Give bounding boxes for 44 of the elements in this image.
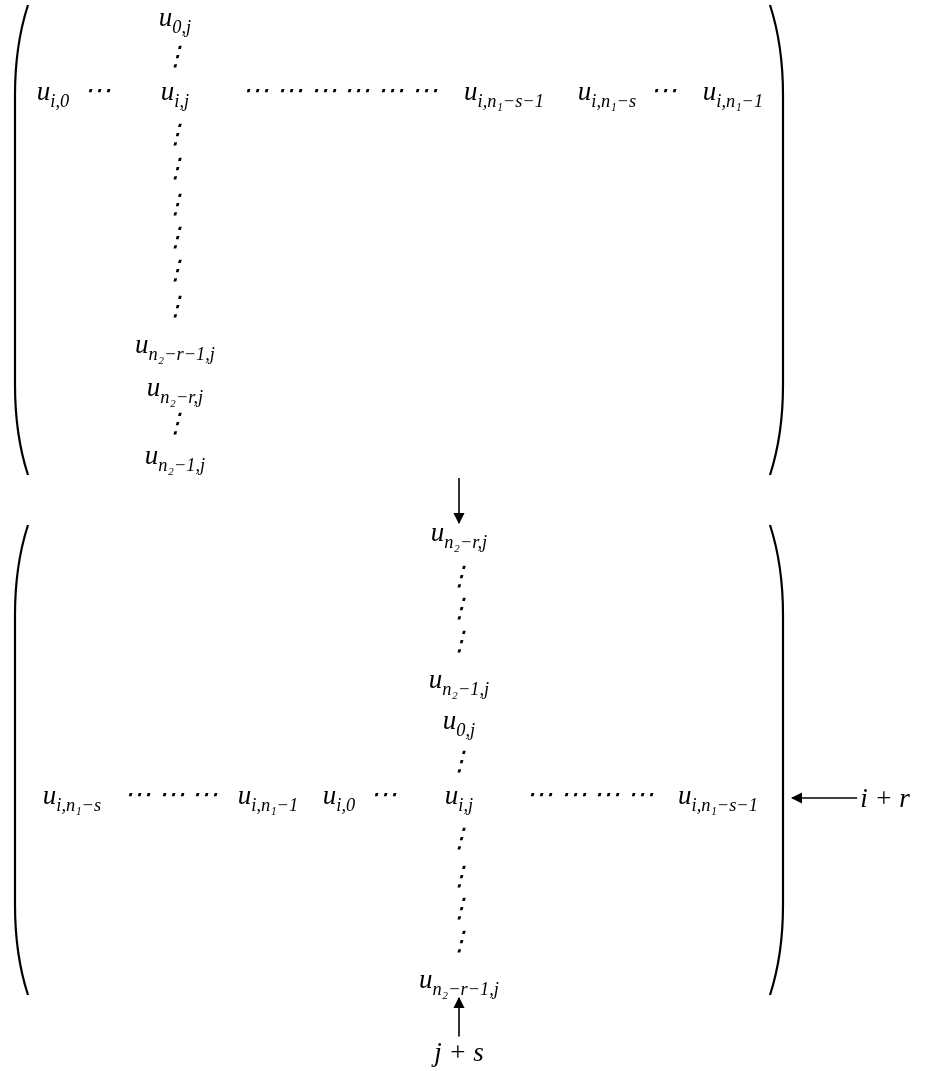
matrix-entry: u$_{n₂−r−1,j}$ [419,966,499,998]
matrix-entry: u$_{n₂−r−1,j}$ [135,331,215,363]
ellipsis: ⋮ [161,223,189,251]
matrix-entry: u$_{i,n₁−1}$ [702,78,764,110]
matrix-entry: u$_{n₂−r,j}$ [146,374,204,406]
matrix-entry: u$_{n₂−r,j}$ [430,519,488,551]
ellipsis: ⋮ [445,747,473,775]
arrow [790,792,858,804]
ellipsis: ⋯ [649,76,677,104]
ellipsis: ⋯ ⋯ ⋯ ⋯ ⋯ ⋯ [242,76,438,104]
matrix-entry: u$_{i,n₁−s}$ [577,78,637,110]
ellipsis: ⋯ [369,780,397,808]
matrix-entry: u$_{i,0}$ [322,782,356,814]
arrow [453,996,465,1038]
matrix-entry: u$_{n₂−1,j}$ [428,666,490,698]
matrix-entry: u$_{n₂−1,j}$ [144,442,206,474]
ellipsis: ⋯ ⋯ ⋯ [123,780,219,808]
arrow [453,477,465,525]
ellipsis: ⋮ [161,120,189,148]
ellipsis: ⋮ [161,42,189,70]
matrix-entry: u$_{0,j}$ [158,4,192,36]
ellipsis: ⋮ [445,627,473,655]
matrix-entry: u$_{i,n₁−s−1}$ [678,782,758,814]
ellipsis: ⋮ [161,256,189,284]
ellipsis: ⋮ [445,862,473,890]
ellipsis: ⋮ [161,190,189,218]
matrix-entry: u$_{i,j}$ [160,78,190,110]
matrix-entry: u$_{i,n₁−s}$ [42,782,102,814]
ellipsis: ⋮ [445,594,473,622]
ellipsis: ⋯ [83,76,111,104]
matrix-entry: u$_{i,n₁−s−1}$ [464,78,544,110]
ellipsis: ⋮ [161,409,189,437]
matrix-entry: u$_{i,0}$ [36,78,70,110]
ellipsis: ⋮ [445,927,473,955]
ellipsis: ⋮ [445,824,473,852]
matrix-entry: u$_{i,n₁−1}$ [237,782,299,814]
ellipsis: ⋮ [445,894,473,922]
ellipsis: ⋮ [161,292,189,320]
ellipsis: ⋮ [161,154,189,182]
matrix-entry: u$_{i,j}$ [444,782,474,814]
matrix-entry: u$_{0,j}$ [442,707,476,739]
row-index-label: i + r [860,784,910,812]
ellipsis: ⋮ [445,562,473,590]
ellipsis: ⋯ ⋯ ⋯ ⋯ [525,780,655,808]
